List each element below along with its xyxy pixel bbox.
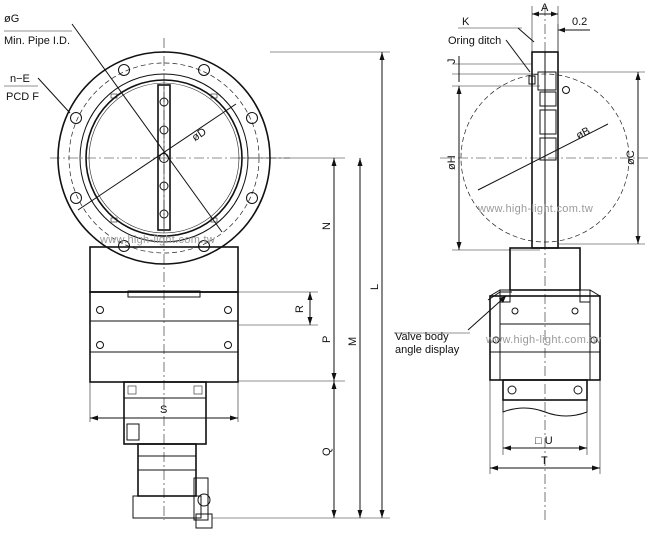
label-nE: n−E bbox=[10, 73, 30, 85]
label-phiD: øD bbox=[190, 126, 209, 144]
label-R: R bbox=[294, 305, 306, 313]
label-min-pipe: Min. Pipe I.D. bbox=[4, 35, 70, 47]
label-Q: Q bbox=[321, 447, 333, 456]
watermark-side-body: www.high-light.com.tw bbox=[485, 334, 601, 346]
label-U: □ U bbox=[535, 435, 553, 447]
label-valve-body: Valve body bbox=[395, 331, 449, 343]
label-phiC: øC bbox=[625, 150, 637, 165]
label-phiH: øH bbox=[446, 155, 458, 170]
label-N: N bbox=[321, 222, 333, 230]
label-T: T bbox=[541, 455, 548, 467]
label-phiG: øG bbox=[4, 13, 19, 25]
label-pcdF: PCD F bbox=[6, 91, 39, 103]
label-angle-display: angle display bbox=[395, 344, 460, 356]
label-L: L bbox=[369, 284, 381, 290]
label-A: A bbox=[541, 2, 549, 14]
label-K: K bbox=[462, 16, 470, 28]
bolt-holes bbox=[70, 64, 258, 252]
watermark-front: www.high-light.com.tw bbox=[99, 234, 215, 246]
label-phiB: øB bbox=[574, 125, 592, 142]
front-view: øG Min. Pipe I.D. n−E PCD F øD N R P M L… bbox=[4, 13, 390, 529]
watermark-side-top: www.high-light.com.tw bbox=[477, 203, 593, 215]
side-base bbox=[502, 379, 588, 401]
label-oring-ditch: Oring ditch bbox=[448, 35, 501, 47]
label-0.2: 0.2 bbox=[572, 16, 587, 28]
label-J: J bbox=[446, 59, 458, 65]
label-M: M bbox=[347, 337, 359, 346]
label-S: S bbox=[160, 404, 167, 416]
label-P: P bbox=[321, 336, 333, 343]
side-view: A K 0.2 Oring ditch J øH øB øC Valve bod… bbox=[394, 2, 649, 520]
